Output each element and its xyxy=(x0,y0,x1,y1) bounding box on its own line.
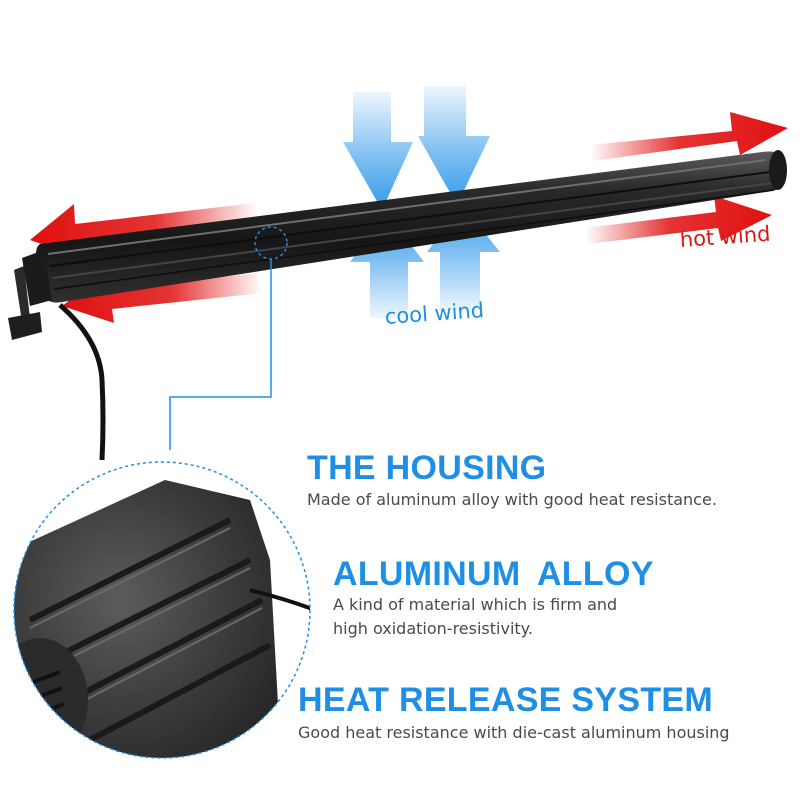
cool-wind-arrow-down-left xyxy=(343,92,413,210)
aluminum-alloy-description: A kind of material which is firm and hig… xyxy=(333,595,618,638)
hot-wind-arrow-left-top xyxy=(30,203,258,258)
detail-callout-circle xyxy=(169,226,288,450)
hot-wind-arrow-right-top xyxy=(590,112,788,161)
aluminum-alloy-title: ALUMINUM ALLOY xyxy=(333,555,654,593)
housing-title: THE HOUSING xyxy=(307,449,547,487)
hot-wind-arrow-right-bottom xyxy=(585,196,772,244)
housing-description: Made of aluminum alloy with good heat re… xyxy=(307,490,717,509)
housing-closeup xyxy=(13,461,311,759)
heat-release-title: HEAT RELEASE SYSTEM xyxy=(298,681,714,719)
cool-wind-arrow-down-right xyxy=(418,86,490,205)
hot-wind-arrow-left-bottom xyxy=(62,272,262,323)
light-bar xyxy=(8,150,787,461)
heat-release-description: Good heat resistance with die-cast alumi… xyxy=(298,723,730,742)
